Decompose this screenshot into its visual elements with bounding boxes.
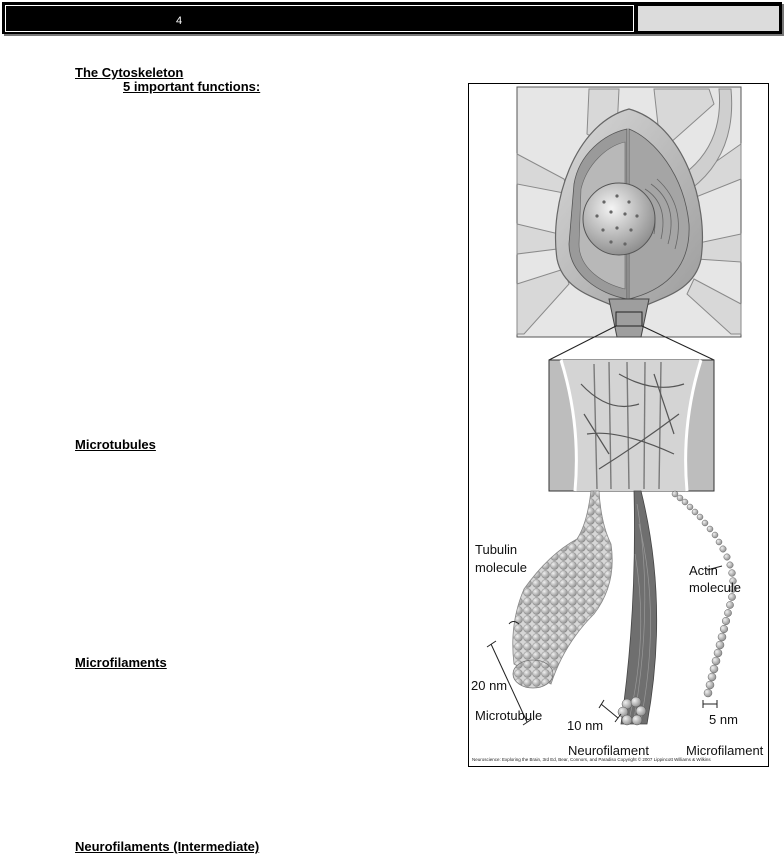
neuron-illustration: [486, 86, 742, 726]
dimension-markers: [486, 565, 723, 726]
microfilament-drawing: [671, 490, 737, 698]
actin-label-line1: Actin: [689, 563, 718, 578]
cytoskeleton-title: The Cytoskeleton: [75, 65, 184, 80]
microfilament-label: Microfilament: [686, 743, 764, 758]
tubulin-label-line1: Tubulin: [475, 542, 518, 557]
microtubules-heading: Microtubules: [75, 437, 156, 452]
microtubule-label: Microtubule: [475, 708, 543, 723]
header-black-panel: 4: [5, 5, 634, 32]
header-gray-panel: [638, 6, 779, 31]
header-bar: 4: [2, 2, 782, 34]
dimension-5nm-label: 5 nm: [709, 712, 738, 727]
cytoskeleton-figure: Tubulin molecule Actin molecule 20 nm 10…: [468, 83, 769, 767]
page-number: 4: [176, 15, 183, 27]
figure-credit: Neuroscience: Exploring the Brain, 3rd E…: [472, 757, 711, 762]
actin-label-line2: molecule: [689, 580, 742, 595]
neurofilament-label: Neurofilament: [568, 743, 649, 758]
dimension-20nm-label: 20 nm: [471, 678, 508, 693]
axon-zoom-panel: [548, 359, 715, 492]
tubulin-label-line2: molecule: [475, 560, 528, 575]
neuron-cutaway-panel: [516, 86, 742, 338]
dimension-10nm-label: 10 nm: [567, 718, 604, 733]
neurofilament-drawing: [617, 490, 658, 726]
functions-subtitle: 5 important functions:: [123, 79, 261, 94]
microfilaments-heading: Microfilaments: [75, 655, 167, 670]
neurofilaments-heading: Neurofilaments (Intermediate): [75, 839, 260, 854]
microtubule-drawing: [512, 490, 613, 689]
